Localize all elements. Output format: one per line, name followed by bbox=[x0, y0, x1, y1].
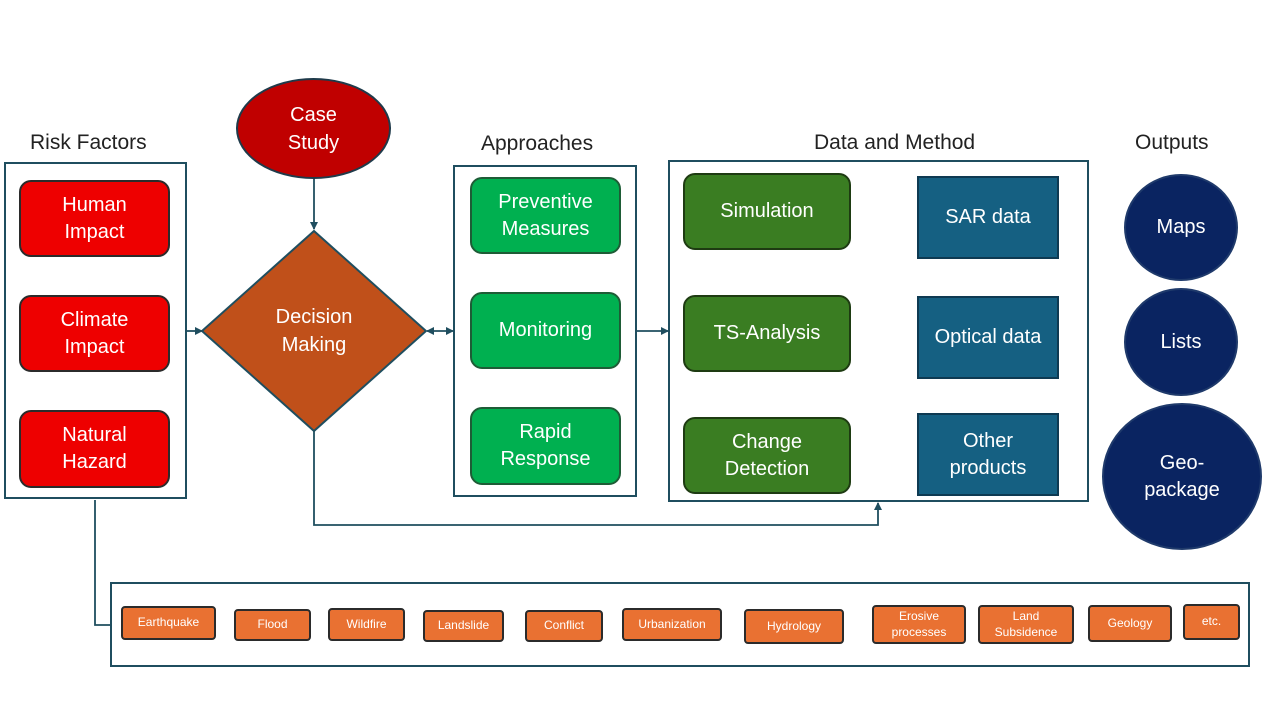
hazard-hydrology: Hydrology bbox=[744, 609, 844, 644]
method-ts-analysis: TS-Analysis bbox=[683, 295, 851, 372]
heading-outputs: Outputs bbox=[1135, 131, 1209, 154]
case-study-node: Case Study bbox=[236, 78, 391, 179]
hazard-etc: etc. bbox=[1183, 604, 1240, 640]
hazard-urbanization: Urbanization bbox=[622, 608, 722, 641]
output-lists: Lists bbox=[1124, 288, 1238, 396]
approach-rapid-response: Rapid Response bbox=[470, 407, 621, 485]
hazard-earthquake: Earthquake bbox=[121, 606, 216, 640]
data-source-sar: SAR data bbox=[917, 176, 1059, 259]
method-change-detection: Change Detection bbox=[683, 417, 851, 494]
data-source-optical: Optical data bbox=[917, 296, 1059, 379]
heading-data-and-method: Data and Method bbox=[814, 131, 976, 154]
data-source-other-products: Other products bbox=[917, 413, 1059, 496]
output-maps: Maps bbox=[1124, 174, 1238, 281]
risk-factor-natural-hazard: Natural Hazard bbox=[19, 410, 170, 488]
hazard-conflict: Conflict bbox=[525, 610, 603, 642]
hazard-geology: Geology bbox=[1088, 605, 1172, 642]
output-geo-package: Geo- package bbox=[1102, 403, 1262, 550]
hazard-wildfire: Wildfire bbox=[328, 608, 405, 641]
decision-making-label: Decision Making bbox=[275, 306, 353, 356]
heading-approaches: Approaches bbox=[481, 132, 594, 155]
connector-decision-to-data bbox=[313, 430, 882, 526]
decision-diamond-shape bbox=[200, 229, 428, 433]
hazard-landslide: Landslide bbox=[423, 610, 504, 642]
hazard-erosive-processes: Erosive processes bbox=[872, 605, 966, 644]
method-simulation: Simulation bbox=[683, 173, 851, 250]
risk-factor-human-impact: Human Impact bbox=[19, 180, 170, 257]
risk-factor-climate-impact: Climate Impact bbox=[19, 295, 170, 372]
heading-risk-factors: Risk Factors bbox=[30, 131, 147, 154]
connector-risk-to-hazards bbox=[94, 500, 112, 626]
hazard-land-subsidence: Land Subsidence bbox=[978, 605, 1074, 644]
approach-preventive-measures: Preventive Measures bbox=[470, 177, 621, 254]
hazard-flood: Flood bbox=[234, 609, 311, 641]
approach-monitoring: Monitoring bbox=[470, 292, 621, 369]
